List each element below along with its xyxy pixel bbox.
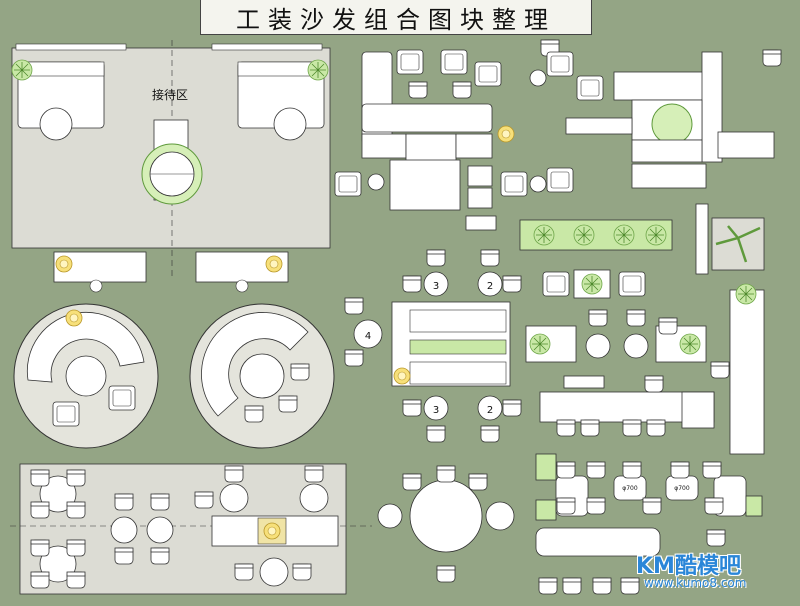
watermark-url: www.kumo8.com — [644, 576, 747, 590]
size-label: φ700 — [674, 485, 690, 492]
round-lounge-left — [13, 303, 159, 449]
round-lounge-right — [189, 303, 335, 449]
watermark: KM酷模吧 www.kumo8.com — [636, 548, 756, 598]
watermark-logo: KM酷模吧 — [636, 554, 741, 579]
sofa-cluster-right — [529, 49, 782, 193]
lounge-seating-right — [525, 203, 765, 455]
dining-zone — [10, 463, 372, 595]
sofa-cluster-top — [334, 39, 560, 231]
table-number: 2 — [487, 281, 493, 292]
size-label: φ700 — [622, 485, 638, 492]
table-number: 2 — [487, 405, 493, 416]
planter-strip — [519, 219, 673, 251]
round-table-bottom — [377, 465, 515, 583]
table-number: 4 — [365, 331, 371, 342]
table-number: 3 — [433, 281, 439, 292]
drawing-title: 工装沙发组合图块整理 — [236, 5, 556, 34]
booth-area: φ700 φ700 — [535, 453, 763, 595]
table-number: 3 — [433, 405, 439, 416]
title-bar: 工装沙发组合图块整理 — [200, 0, 592, 35]
numbered-tables: 3 2 4 3 2 — [344, 249, 522, 443]
reception-area — [11, 40, 331, 293]
reception-area-label: 接待区 — [152, 88, 189, 102]
bar-counter — [539, 375, 715, 437]
